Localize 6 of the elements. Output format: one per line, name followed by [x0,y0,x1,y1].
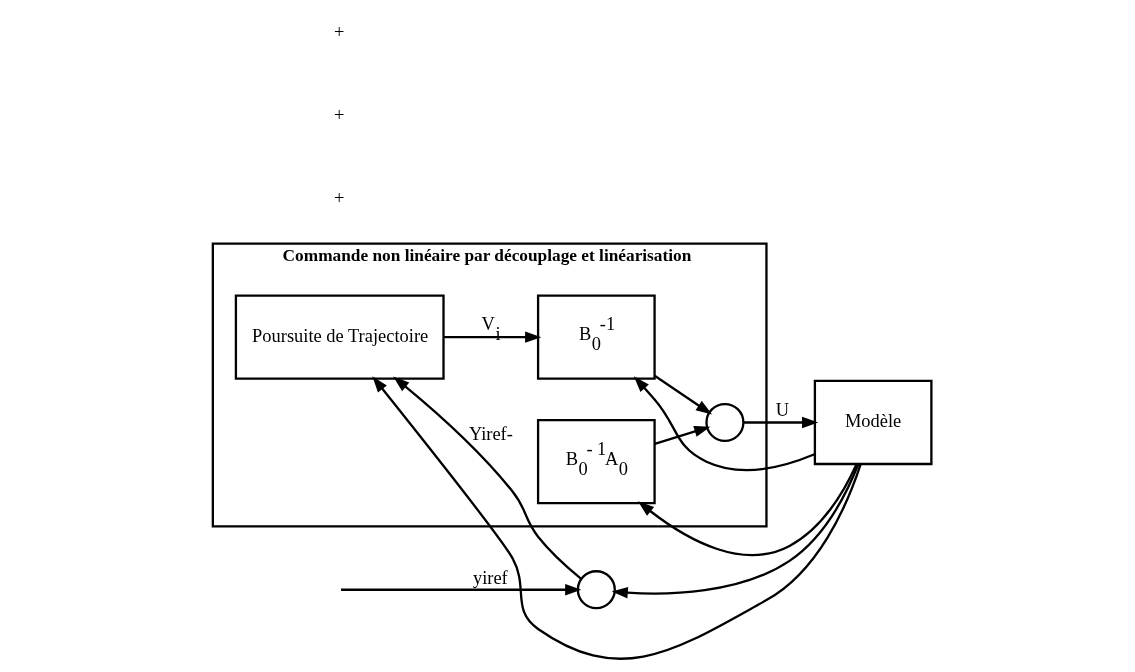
edge-label: yiref [472,567,508,588]
label: + [333,188,345,209]
edge-label: Yiref- [468,423,513,444]
edge-label: U [775,400,790,421]
label: + [333,22,345,43]
label: + [333,105,345,126]
